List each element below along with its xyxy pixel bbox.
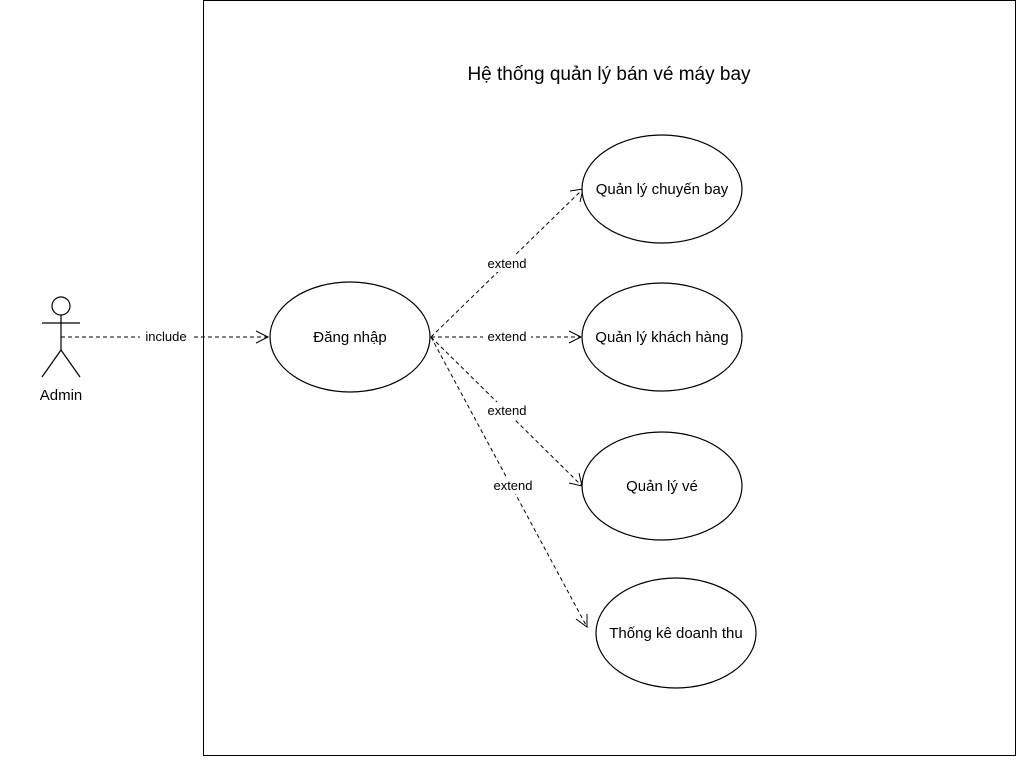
use-case-flights[interactable]: Quản lý chuyến bay	[581, 134, 743, 244]
edge-label-include: include	[145, 329, 186, 344]
arrowhead-extend-revenue	[575, 614, 588, 628]
use-case-label: Thống kê doanh thu	[609, 625, 742, 642]
use-case-ellipse	[269, 281, 431, 393]
edge-label-extend-revenue: extend	[493, 478, 532, 493]
edge-label-extend-customers: extend	[487, 329, 526, 344]
edge-label-extend-flights: extend	[487, 256, 526, 271]
use-case-ellipse	[581, 431, 743, 541]
use-case-ellipse	[581, 134, 743, 244]
use-case-revenue[interactable]: Thống kê doanh thu	[595, 577, 757, 689]
actor-head	[51, 296, 71, 316]
use-case-customers[interactable]: Quản lý khách hàng	[581, 282, 743, 392]
actor-admin[interactable]: Admin	[40, 296, 83, 404]
use-case-label: Quản lý chuyến bay	[596, 181, 729, 198]
arrowhead-include	[255, 330, 270, 344]
edge-label-bg	[483, 255, 531, 272]
use-case-label: Quản lý vé	[626, 478, 698, 495]
actor-leg-right	[60, 349, 81, 378]
use-case-login[interactable]: Đăng nhập	[269, 281, 431, 393]
edge-label-bg	[483, 328, 531, 345]
use-case-ellipse	[595, 577, 757, 689]
edge-label-bg	[489, 477, 537, 494]
arrowhead-extend-customers	[568, 330, 583, 344]
system-title: Hệ thống quản lý bán vé máy bay	[467, 64, 751, 85]
use-case-tickets[interactable]: Quản lý vé	[581, 431, 743, 541]
use-case-label: Đăng nhập	[313, 329, 386, 346]
edge-label-extend-tickets: extend	[487, 403, 526, 418]
actor-label: Admin	[40, 387, 83, 404]
use-case-label: Quản lý khách hàng	[595, 329, 728, 346]
use-case-ellipse	[581, 282, 743, 392]
edge-label-bg	[483, 402, 531, 419]
edge-label-bg	[140, 328, 192, 345]
actor-leg-left	[41, 349, 62, 378]
